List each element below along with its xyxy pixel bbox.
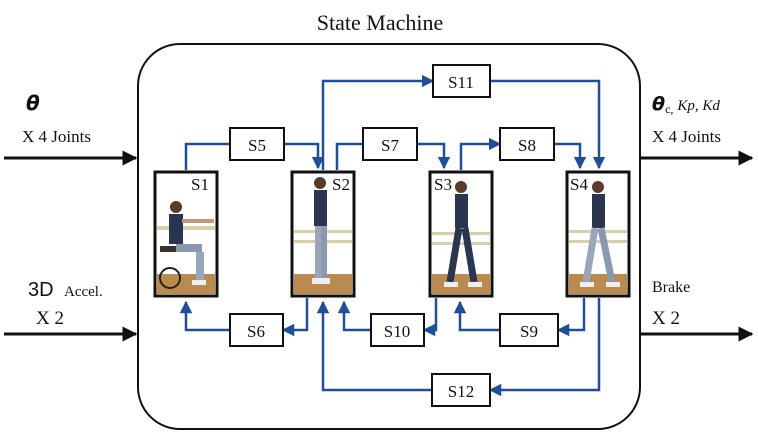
s5-out-arrow xyxy=(284,142,325,170)
diagram-title: State Machine xyxy=(317,10,443,35)
state-s2: S2 xyxy=(290,170,356,298)
output-brake: Brake X 2 xyxy=(641,279,754,342)
s9-in-arrow xyxy=(556,298,586,337)
input-accel-prefix: 3D xyxy=(28,279,54,301)
person-torso xyxy=(169,214,183,244)
state-s4: S4 xyxy=(565,170,631,298)
input-theta: θ X 4 Joints xyxy=(4,91,138,166)
person-torso xyxy=(314,190,327,226)
s8-out-arrow xyxy=(554,142,587,170)
state-s3-label: S3 xyxy=(434,175,452,194)
transition-s7: S7 xyxy=(362,127,418,161)
person-head xyxy=(592,181,604,193)
s12-in-arrow xyxy=(488,298,601,397)
state-s1: S1 xyxy=(153,170,219,298)
s6-out-arrow xyxy=(179,300,230,332)
transition-s12: S12 xyxy=(431,373,491,407)
transition-s8: S8 xyxy=(499,127,555,161)
transition-s9-label: S9 xyxy=(520,322,538,341)
person-torso xyxy=(455,194,468,228)
s8-in-arrow xyxy=(459,137,502,170)
transition-s10-label: S10 xyxy=(384,322,410,341)
input-accel-count: X 2 xyxy=(36,308,64,329)
s9-out-arrow xyxy=(453,300,500,332)
transition-s5: S5 xyxy=(229,127,285,161)
svg-text:θc,Kp, Kd: θc,Kp, Kd xyxy=(652,93,720,116)
person-head xyxy=(170,201,182,213)
s7-in-line xyxy=(335,142,363,170)
state-s1-label: S1 xyxy=(191,175,209,194)
transition-s7-label: S7 xyxy=(381,136,399,155)
s12-out-arrow xyxy=(316,300,432,392)
transition-s5-label: S5 xyxy=(248,136,266,155)
output-theta-count: X 4 Joints xyxy=(652,127,721,146)
parallel-bar xyxy=(569,230,627,233)
s11-out-arrow xyxy=(490,79,606,170)
state-s3: S3 xyxy=(428,170,494,298)
input-theta-symbol: θ xyxy=(26,91,40,115)
floor-panel xyxy=(157,274,215,294)
s6-in-arrow xyxy=(281,298,309,337)
s5-in-line xyxy=(184,142,230,170)
output-brake-count: X 2 xyxy=(652,308,680,329)
transition-s6: S6 xyxy=(229,313,284,347)
person-torso xyxy=(592,194,605,228)
output-brake-label: Brake xyxy=(652,279,690,296)
input-accel-word: Accel. xyxy=(64,284,103,300)
output-theta-symbol: θ xyxy=(652,93,665,115)
person-head xyxy=(314,177,326,189)
state-s2-label: S2 xyxy=(332,175,350,194)
output-theta-sub: c, xyxy=(665,102,673,116)
output-gains: Kp, Kd xyxy=(676,98,720,114)
state-s4-label: S4 xyxy=(570,175,588,194)
transition-s8-label: S8 xyxy=(518,136,536,155)
state-machine-container xyxy=(137,43,641,430)
transition-s10: S10 xyxy=(370,313,425,347)
transition-s12-label: S12 xyxy=(448,382,474,401)
s7-out-arrow xyxy=(417,142,451,170)
s10-in-arrow xyxy=(422,298,438,337)
transition-s11: S11 xyxy=(432,64,491,98)
wheelchair-wheel xyxy=(159,267,181,289)
s10-out-arrow xyxy=(337,300,371,332)
person-head xyxy=(455,181,467,193)
transition-s11-label: S11 xyxy=(448,73,474,92)
transition-arrows xyxy=(179,74,606,397)
parallel-bar xyxy=(157,226,215,230)
transition-s9: S9 xyxy=(499,313,559,347)
output-theta: θc,Kp, Kd X 4 Joints xyxy=(641,93,754,166)
transition-s6-label: S6 xyxy=(247,322,265,341)
input-theta-count: X 4 Joints xyxy=(22,127,91,146)
s11-in-arrow xyxy=(321,74,435,170)
input-accel: 3D Accel. X 2 xyxy=(4,279,138,342)
